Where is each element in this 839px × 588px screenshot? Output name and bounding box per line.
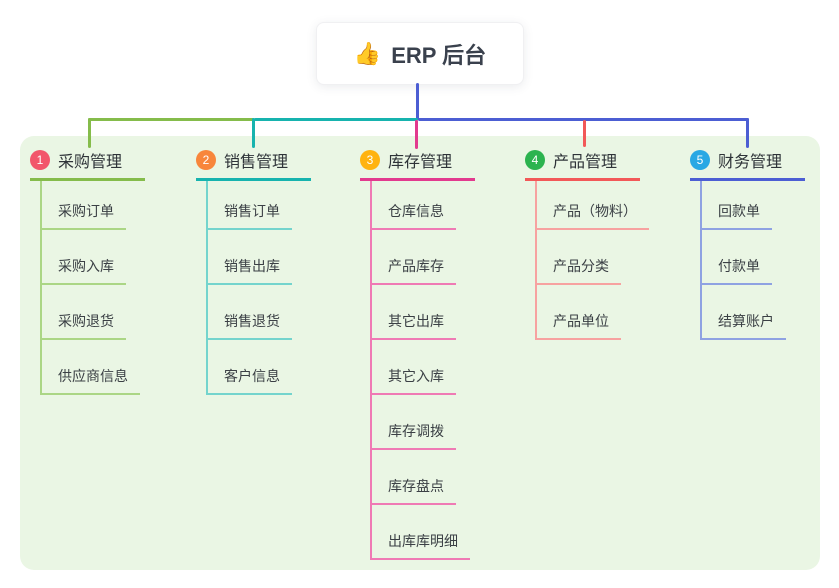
child-topic[interactable]: 产品单位 — [537, 285, 655, 340]
child-label: 产品单位 — [537, 311, 621, 340]
child-topic[interactable]: 回款单 — [702, 181, 820, 230]
branch-title: 财务管理 — [718, 154, 783, 171]
child-topic[interactable]: 其它出库 — [372, 285, 490, 340]
branches-panel — [20, 136, 820, 570]
branch-purchase-header[interactable]: 1 采购管理 — [30, 148, 145, 181]
branch-number-badge: 1 — [30, 150, 50, 170]
connector-drop-branch1 — [88, 118, 91, 148]
child-topic[interactable]: 产品库存 — [372, 230, 490, 285]
branch-finance-header[interactable]: 5 财务管理 — [690, 148, 805, 181]
connector-bus-branch1 — [88, 118, 254, 121]
thumbs-up-icon: 👍 — [353, 40, 382, 66]
child-label: 回款单 — [702, 201, 772, 230]
branch-product-header[interactable]: 4 产品管理 — [525, 148, 640, 181]
child-topic[interactable]: 其它入库 — [372, 340, 490, 395]
child-topic[interactable]: 产品（物料） — [537, 181, 655, 230]
child-topic[interactable]: 销售退货 — [208, 285, 326, 340]
branch-number-badge: 5 — [690, 150, 710, 170]
root-title: ERP 后台 — [391, 42, 487, 68]
connector-drop-branch2 — [252, 118, 255, 148]
branch-number-badge: 4 — [525, 150, 545, 170]
connector-drop-branch5 — [746, 118, 749, 148]
child-topic[interactable]: 采购退货 — [42, 285, 160, 340]
child-label: 其它入库 — [372, 366, 456, 395]
branch-inventory: 3 库存管理 仓库信息 产品库存 其它出库 其它入库 库存调拨 库存盘点 出库库… — [360, 148, 490, 560]
child-label: 供应商信息 — [42, 366, 140, 395]
child-label: 仓库信息 — [372, 201, 456, 230]
child-topic[interactable]: 仓库信息 — [372, 181, 490, 230]
child-label: 库存盘点 — [372, 476, 456, 505]
connector-root-vertical — [416, 83, 419, 120]
child-topic[interactable]: 客户信息 — [208, 340, 326, 395]
child-label: 采购订单 — [42, 201, 126, 230]
child-label: 出库库明细 — [372, 531, 470, 560]
child-label: 库存调拨 — [372, 421, 456, 450]
child-topic[interactable]: 库存盘点 — [372, 450, 490, 505]
branch-inventory-children: 仓库信息 产品库存 其它出库 其它入库 库存调拨 库存盘点 出库库明细 — [370, 181, 490, 560]
connector-drop-branch4 — [583, 120, 586, 147]
branch-product: 4 产品管理 产品（物料） 产品分类 产品单位 — [525, 148, 655, 340]
child-label: 采购退货 — [42, 311, 126, 340]
child-topic[interactable]: 出库库明细 — [372, 505, 490, 560]
branch-product-children: 产品（物料） 产品分类 产品单位 — [535, 181, 655, 340]
child-topic[interactable]: 销售订单 — [208, 181, 326, 230]
branch-sales: 2 销售管理 销售订单 销售出库 销售退货 客户信息 — [196, 148, 326, 395]
child-label: 销售退货 — [208, 311, 292, 340]
child-topic[interactable]: 库存调拨 — [372, 395, 490, 450]
branch-finance-children: 回款单 付款单 结算账户 — [700, 181, 820, 340]
child-topic[interactable]: 供应商信息 — [42, 340, 160, 395]
child-topic[interactable]: 产品分类 — [537, 230, 655, 285]
child-topic[interactable]: 结算账户 — [702, 285, 820, 340]
branch-sales-header[interactable]: 2 销售管理 — [196, 148, 311, 181]
child-label: 客户信息 — [208, 366, 292, 395]
child-topic[interactable]: 采购入库 — [42, 230, 160, 285]
branch-title: 库存管理 — [388, 154, 453, 171]
child-label: 销售订单 — [208, 201, 292, 230]
child-label: 产品库存 — [372, 256, 456, 285]
branch-title: 销售管理 — [224, 154, 289, 171]
connector-drop-branch3 — [415, 120, 418, 149]
branch-purchase: 1 采购管理 采购订单 采购入库 采购退货 供应商信息 — [30, 148, 160, 395]
branch-number-badge: 3 — [360, 150, 380, 170]
branch-number-badge: 2 — [196, 150, 216, 170]
connector-bus-right — [418, 118, 749, 121]
child-topic[interactable]: 付款单 — [702, 230, 820, 285]
child-label: 销售出库 — [208, 256, 292, 285]
connector-bus-branch2 — [254, 118, 418, 121]
child-label: 其它出库 — [372, 311, 456, 340]
branch-inventory-header[interactable]: 3 库存管理 — [360, 148, 475, 181]
child-label: 产品（物料） — [537, 201, 649, 230]
branch-sales-children: 销售订单 销售出库 销售退货 客户信息 — [206, 181, 326, 395]
branch-purchase-children: 采购订单 采购入库 采购退货 供应商信息 — [40, 181, 160, 395]
branch-title: 产品管理 — [553, 154, 618, 171]
child-label: 采购入库 — [42, 256, 126, 285]
child-topic[interactable]: 销售出库 — [208, 230, 326, 285]
child-label: 产品分类 — [537, 256, 621, 285]
child-topic[interactable]: 采购订单 — [42, 181, 160, 230]
branch-finance: 5 财务管理 回款单 付款单 结算账户 — [690, 148, 820, 340]
child-label: 结算账户 — [702, 311, 786, 340]
child-label: 付款单 — [702, 256, 772, 285]
branch-title: 采购管理 — [58, 154, 123, 171]
root-node[interactable]: 👍 ERP 后台 — [316, 22, 524, 85]
